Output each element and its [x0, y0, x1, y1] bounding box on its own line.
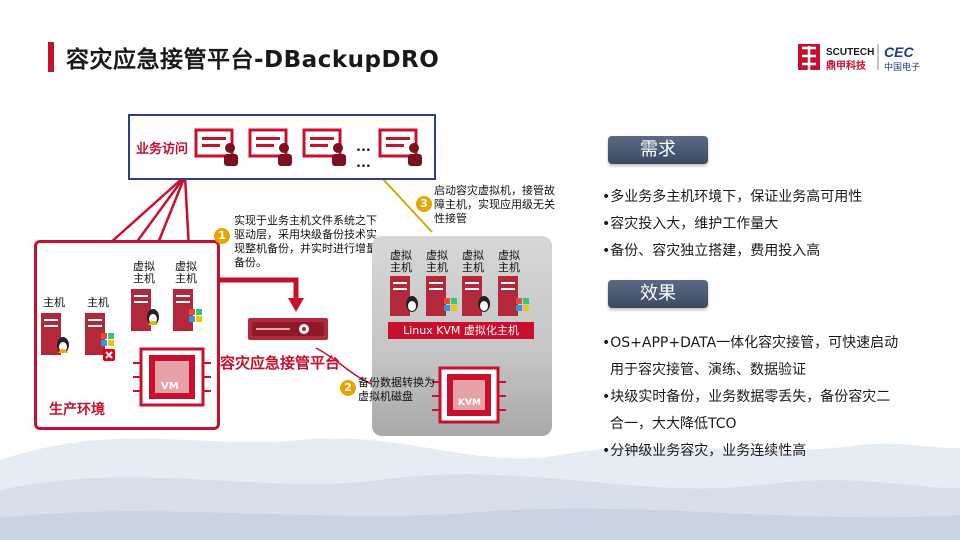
- vhost-label-1b: 主机: [133, 272, 155, 285]
- business-access-label: 业务访问: [136, 142, 189, 157]
- scutech-emblem-icon: [798, 44, 820, 70]
- kvm-vhost-label-2b: 主机: [426, 261, 448, 274]
- page-title: 容灾应急接管平台-DBackupDRO: [66, 47, 440, 73]
- needs-item: •备份、容灾独立搭建，费用投入高: [602, 243, 821, 259]
- host-label-1: 主机: [43, 296, 65, 309]
- windows-logo-icon: [516, 298, 529, 311]
- kvm-vhost-label-1b: 主机: [390, 261, 412, 274]
- needs-item: •多业务多主机环境下，保证业务高可用性: [602, 189, 863, 205]
- server-icon: [173, 289, 193, 331]
- workstation-icon: [248, 128, 292, 166]
- kvm-vhost-label-2a: 虚拟: [426, 249, 448, 262]
- dr-appliance-icon: [248, 318, 328, 340]
- step-3-badge: 3: [416, 196, 432, 212]
- logo-partner-cn: 中国电子: [884, 61, 920, 73]
- host-label-2: 主机: [87, 296, 109, 309]
- kvm-host-bar: Linux KVM 虚拟化主机: [388, 322, 534, 339]
- workstation-icon: [378, 128, 422, 166]
- effects-item: •OS+APP+DATA一体化容灾接管，可快速启动: [602, 335, 899, 351]
- server-icon: [41, 313, 61, 355]
- kvm-virtual-servers: [390, 276, 529, 316]
- server-icon: [426, 276, 446, 316]
- failure-x-icon: [103, 349, 115, 361]
- user-workstations: [194, 128, 422, 166]
- windows-logo-icon: [101, 333, 114, 346]
- kvm-chip-icon: [432, 366, 506, 424]
- server-icon: [390, 276, 410, 316]
- vhost-label-2a: 虚拟: [175, 260, 197, 273]
- logo-brand-cn: 鼎甲科技: [826, 59, 867, 72]
- vm-chip-icon: [133, 347, 211, 407]
- production-environment-box: 主机 主机 虚拟 主机 虚拟 主机 VM 生产环境: [34, 240, 220, 430]
- step-1-text: 实现于业务主机文件系统之下驱动层，采用块级备份技术实现整机备份，并实时进行增量备…: [234, 214, 377, 269]
- kvm-chip-label: KVM: [458, 398, 481, 408]
- ellipsis-top: ...: [356, 140, 371, 155]
- mountain-background: [0, 438, 960, 540]
- windows-logo-icon: [189, 309, 202, 322]
- production-servers: [41, 289, 202, 361]
- kvm-vhost-label-4a: 虚拟: [498, 249, 520, 262]
- ellipsis-bottom: ...: [356, 156, 371, 171]
- business-access-box: 业务访问 ... ...: [128, 114, 436, 180]
- linux-penguin-icon: [406, 296, 418, 312]
- windows-logo-icon: [444, 298, 457, 311]
- linux-penguin-icon: [57, 337, 69, 353]
- server-icon: [131, 289, 151, 331]
- logo-partner-en: CEC: [884, 44, 914, 60]
- needs-list: •多业务多主机环境下，保证业务高可用性 •容灾投入大，维护工作量大 •备份、容灾…: [602, 184, 862, 265]
- workstation-icon: [194, 128, 238, 166]
- effects-item: •块级实时备份，业务数据零丢失，备份容灾二: [602, 389, 891, 405]
- workstation-icon: [302, 128, 346, 166]
- linux-penguin-icon: [478, 296, 490, 312]
- needs-item: •容灾投入大，维护工作量大: [602, 216, 779, 232]
- kvm-vhost-label-1a: 虚拟: [390, 249, 412, 262]
- effects-item: •分钟级业务容灾，业务连续性高: [602, 443, 807, 459]
- effects-item-continued: 合一，大大降低TCO: [610, 416, 737, 432]
- production-environment-label: 生产环境: [49, 402, 105, 418]
- step-2-badge: 2: [340, 380, 356, 396]
- needs-heading: 需求: [608, 136, 708, 164]
- dr-platform-label: 容灾应急接管平台: [220, 354, 341, 372]
- kvm-vhost-label-4b: 主机: [498, 261, 520, 274]
- step-2-text: 备份数据转换为虚拟机磁盘: [358, 376, 435, 403]
- vhost-label-2b: 主机: [175, 272, 197, 285]
- server-icon: [498, 276, 518, 316]
- kvm-vhost-label-3a: 虚拟: [462, 249, 484, 262]
- linux-penguin-icon: [147, 309, 159, 325]
- title-accent-bar: [48, 42, 54, 72]
- server-icon: [85, 313, 105, 355]
- company-logo: SCUTECH 鼎甲科技 CEC 中国电子: [796, 40, 936, 74]
- vhost-label-1a: 虚拟: [133, 260, 155, 273]
- step-1-badge: 1: [214, 228, 230, 244]
- effects-list: •OS+APP+DATA一体化容灾接管，可快速启动 用于容灾接管、演练、数据验证…: [602, 330, 898, 465]
- effects-heading: 效果: [608, 280, 708, 308]
- server-icon: [462, 276, 482, 316]
- logo-brand-en: SCUTECH: [826, 47, 874, 58]
- effects-item-continued: 用于容灾接管、演练、数据验证: [610, 362, 806, 378]
- kvm-vhost-label-3b: 主机: [462, 261, 484, 274]
- vm-chip-label: VM: [161, 381, 179, 392]
- step-3-text: 启动容灾虚拟机，接管故障主机，实现应用级无关性接管: [434, 184, 555, 225]
